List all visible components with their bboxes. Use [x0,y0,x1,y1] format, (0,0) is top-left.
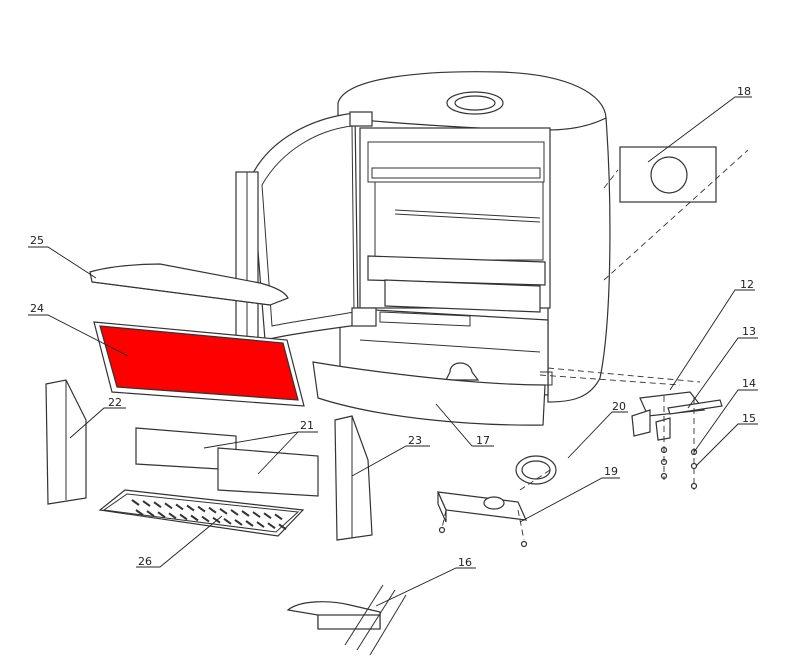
grate-slot [256,521,265,528]
callout-24: 24 [30,302,44,315]
grate-slot [142,500,151,507]
grate-slot [245,520,254,527]
callout-22: 22 [108,396,122,409]
callout-12: 12 [740,278,754,291]
grate-slot [252,511,261,518]
callout-25: 25 [30,234,44,247]
callout-19: 19 [604,465,618,478]
part-16-control-lever [286,584,407,656]
callout-26: 26 [138,555,152,568]
grate-slot [208,506,217,514]
part-18-back-plate [619,146,717,203]
parts-19-20-air-box [437,455,557,548]
grate-slot [267,522,276,530]
callout-23: 23 [408,434,422,447]
parts-12-15-brackets [631,391,723,490]
grate-slot [201,515,210,523]
part-21-bricks [135,427,319,497]
grate-slot [186,504,195,512]
callout-16: 16 [458,556,472,569]
part-25-baffle [89,263,289,306]
leader-lines [28,96,758,607]
grate-slot [263,512,272,520]
part-22-left-brick [45,379,87,505]
grate-slot [197,505,206,513]
callout-numbers: 18 12 13 14 15 20 19 17 21 23 22 25 24 2… [30,85,756,569]
grate-slot [241,510,250,517]
grate-slot [230,509,239,516]
callout-21: 21 [300,419,314,432]
grate-slot [146,510,155,517]
callout-13: 13 [742,325,756,338]
grate-slot [164,502,173,510]
grate-slot [234,519,243,526]
callout-20: 20 [612,400,626,413]
stove-door [235,111,377,388]
grate-slot [135,509,144,516]
grate-slot [274,513,283,521]
callout-14: 14 [742,377,756,390]
callout-15: 15 [742,412,756,425]
grate-slot [131,499,140,506]
callout-18: 18 [737,85,751,98]
grate-slot [168,512,177,520]
part-23-right-brick [334,415,373,541]
part-26-grate [98,489,305,537]
grate-slot [157,511,166,519]
callout-17: 17 [476,434,490,447]
grate-slot [278,523,287,531]
grate-slot [190,514,199,522]
grate-slot [153,501,162,509]
grate-slot [179,513,188,521]
grate-slot [219,507,228,515]
stove-body [312,71,611,426]
grate-slot [223,517,232,525]
grate-slot [175,503,184,511]
part-24-glass-panel [93,321,305,407]
assembly-lines [441,149,749,541]
